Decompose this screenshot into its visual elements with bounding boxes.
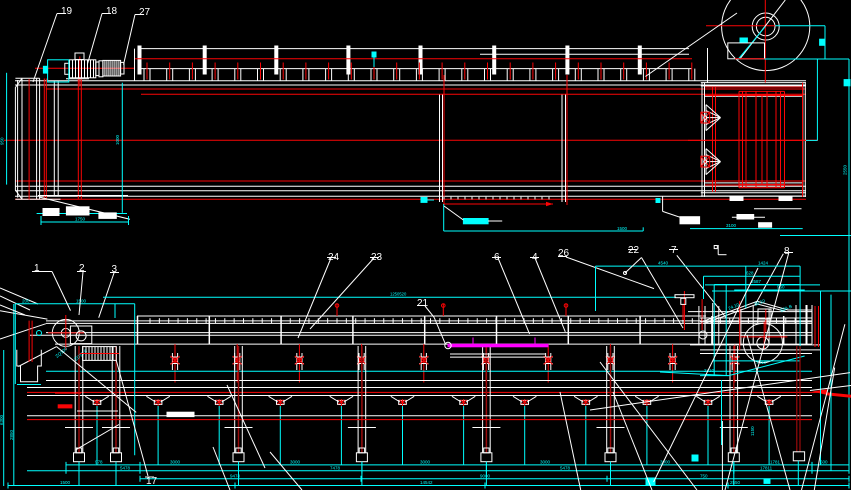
svg-text:1781: 1781 — [770, 459, 781, 464]
svg-text:5478: 5478 — [560, 466, 571, 471]
svg-text:22: 22 — [628, 245, 640, 256]
svg-text:1500: 1500 — [617, 226, 628, 231]
svg-text:21: 21 — [417, 298, 429, 309]
svg-text:1150: 1150 — [750, 426, 755, 436]
svg-text:1750: 1750 — [75, 217, 86, 222]
svg-text:9478: 9478 — [230, 473, 241, 478]
svg-text:17811: 17811 — [760, 466, 773, 471]
svg-text:1000: 1000 — [115, 134, 120, 145]
svg-text:1: 1 — [34, 263, 40, 274]
svg-text:24.10: 24.10 — [728, 302, 741, 311]
svg-text:960: 960 — [777, 285, 785, 290]
svg-text:2: 2 — [79, 263, 85, 274]
svg-text:2550: 2550 — [843, 164, 848, 175]
svg-text:2850: 2850 — [9, 429, 14, 440]
svg-text:9000: 9000 — [480, 473, 491, 478]
svg-text:1500: 1500 — [60, 480, 71, 485]
svg-text:3: 3 — [112, 264, 118, 275]
svg-text:1250520: 1250520 — [390, 292, 407, 297]
svg-text:2587: 2587 — [751, 279, 762, 284]
svg-text:5478: 5478 — [120, 466, 131, 471]
svg-text:3100: 3100 — [726, 223, 737, 228]
svg-text:19: 19 — [61, 6, 73, 17]
svg-text:1424: 1424 — [758, 261, 769, 266]
svg-text:3000: 3000 — [420, 459, 431, 464]
svg-text:8: 8 — [784, 246, 790, 257]
svg-text:750: 750 — [700, 473, 708, 478]
svg-text:14542: 14542 — [420, 480, 433, 485]
svg-text:200: 200 — [22, 299, 30, 304]
svg-text:17: 17 — [146, 476, 158, 487]
svg-text:500: 500 — [820, 459, 828, 464]
svg-text:2410: 2410 — [704, 368, 715, 373]
svg-text:7: 7 — [671, 245, 677, 256]
svg-text:950: 950 — [0, 137, 5, 145]
svg-text:978: 978 — [95, 459, 103, 464]
svg-text:7410: 7410 — [756, 360, 767, 365]
svg-text:3000: 3000 — [290, 459, 301, 464]
svg-text:2550: 2550 — [730, 480, 741, 485]
svg-text:26: 26 — [558, 248, 570, 259]
svg-text:628: 628 — [746, 271, 754, 276]
svg-text:27: 27 — [139, 7, 151, 18]
svg-text:30.10: 30.10 — [754, 298, 767, 307]
svg-text:63A.B: 63A.B — [780, 304, 793, 313]
svg-text:6300: 6300 — [0, 414, 4, 425]
svg-text:18: 18 — [106, 6, 118, 17]
svg-text:7478: 7478 — [330, 466, 341, 471]
svg-text:3000: 3000 — [170, 459, 181, 464]
svg-text:3000: 3000 — [540, 459, 551, 464]
svg-text:1500: 1500 — [76, 299, 87, 304]
svg-text:4540: 4540 — [658, 261, 669, 266]
svg-text:3000: 3000 — [660, 459, 671, 464]
